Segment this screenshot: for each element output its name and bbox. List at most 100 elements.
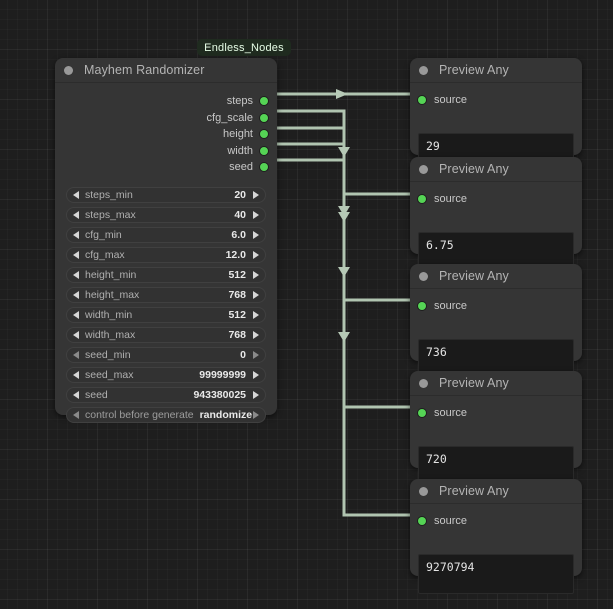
widget-seed-max[interactable]: seed_max 99999999 [66,367,266,383]
widget-label: cfg_min [85,229,122,241]
decrement-arrow-icon[interactable] [73,371,79,379]
increment-arrow-icon[interactable] [253,331,259,339]
output-dot-icon[interactable] [260,97,268,105]
increment-arrow-icon[interactable] [253,391,259,399]
increment-arrow-icon[interactable] [253,351,259,359]
input-dot-icon[interactable] [418,517,426,525]
increment-arrow-icon[interactable] [253,191,259,199]
input-dot-icon[interactable] [418,96,426,104]
widget-height-max[interactable]: height_max 768 [66,287,266,303]
widget-value[interactable]: 512 [228,309,246,321]
collapse-dot-icon[interactable] [419,486,428,496]
input-slot-source[interactable]: source [418,93,467,107]
input-slot-source[interactable]: source [418,514,467,528]
collapse-dot-icon[interactable] [64,65,73,75]
decrement-arrow-icon[interactable] [73,251,79,259]
widget-steps-min[interactable]: steps_min 20 [66,187,266,203]
increment-arrow-icon[interactable] [253,251,259,259]
input-dot-icon[interactable] [418,302,426,310]
widget-value[interactable]: 40 [234,209,246,221]
increment-arrow-icon[interactable] [253,271,259,279]
node-preview-any-4[interactable]: Preview Any source 720 [410,371,582,486]
output-slot-steps[interactable]: steps [227,94,268,108]
input-dot-icon[interactable] [418,195,426,203]
output-slot-cfg-scale[interactable]: cfg_scale [207,111,268,125]
widget-cfg-min[interactable]: cfg_min 6.0 [66,227,266,243]
input-slot-source[interactable]: source [418,192,467,206]
preview-text-box[interactable]: 9270794 [418,554,574,594]
input-slot-label: source [434,515,468,527]
widget-label: height_max [85,289,140,301]
node-header[interactable]: Preview Any [410,157,582,182]
widget-steps-max[interactable]: steps_max 40 [66,207,266,223]
increment-arrow-icon[interactable] [253,291,259,299]
widget-value[interactable]: 6.0 [231,229,246,241]
node-title: Preview Any [439,162,509,176]
widget-value[interactable]: 943380025 [193,389,246,401]
widget-label: width_max [85,329,136,341]
increment-arrow-icon[interactable] [253,371,259,379]
widget-value[interactable]: 512 [228,269,246,281]
widget-value[interactable]: randomize [199,409,253,421]
output-slot-seed[interactable]: seed [229,160,268,174]
node-header[interactable]: Preview Any [410,264,582,289]
decrement-arrow-icon[interactable] [73,391,79,399]
node-preview-any-3[interactable]: Preview Any source 736 [410,264,582,379]
collapse-dot-icon[interactable] [419,378,428,388]
node-header[interactable]: Preview Any [410,371,582,396]
input-slot-label: source [434,407,468,419]
widget-height-min[interactable]: height_min 512 [66,267,266,283]
output-dot-icon[interactable] [260,163,268,171]
collapse-dot-icon[interactable] [419,164,428,174]
widget-control-before-generate[interactable]: control before generate randomize [66,407,266,423]
increment-arrow-icon[interactable] [253,311,259,319]
widget-value[interactable]: 99999999 [199,369,246,381]
node-preview-any-1[interactable]: Preview Any source 29 [410,58,582,173]
collapse-dot-icon[interactable] [419,65,428,75]
node-preview-any-5[interactable]: Preview Any source 9270794 [410,479,582,594]
node-mayhem-randomizer[interactable]: Mayhem Randomizer steps cfg_scale height… [55,58,277,423]
widget-value[interactable]: 0 [240,349,246,361]
decrement-arrow-icon[interactable] [73,331,79,339]
widget-seed[interactable]: seed 943380025 [66,387,266,403]
widget-value[interactable]: 12.0 [225,249,246,261]
node-header[interactable]: Mayhem Randomizer [55,58,277,83]
decrement-arrow-icon[interactable] [73,211,79,219]
decrement-arrow-icon[interactable] [73,291,79,299]
increment-arrow-icon[interactable] [253,211,259,219]
widget-cfg-max[interactable]: cfg_max 12.0 [66,247,266,263]
decrement-arrow-icon[interactable] [73,191,79,199]
preview-value: 29 [426,139,440,153]
widget-value[interactable]: 768 [228,289,246,301]
widget-label: width_min [85,309,133,321]
decrement-arrow-icon[interactable] [73,271,79,279]
output-dot-icon[interactable] [260,147,268,155]
decrement-arrow-icon[interactable] [73,231,79,239]
widget-seed-min[interactable]: seed_min 0 [66,347,266,363]
collapse-dot-icon[interactable] [419,271,428,281]
widget-value[interactable]: 768 [228,329,246,341]
decrement-arrow-icon[interactable] [73,311,79,319]
output-slot-height[interactable]: height [223,127,268,141]
widget-width-max[interactable]: width_max 768 [66,327,266,343]
output-slot-width[interactable]: width [227,144,268,158]
widget-label: seed_min [85,349,131,361]
output-slot-label: seed [229,161,253,173]
node-header[interactable]: Preview Any [410,58,582,83]
output-slot-label: height [223,128,253,140]
node-header[interactable]: Preview Any [410,479,582,504]
group-title-badge[interactable]: Endless_Nodes [197,39,291,56]
widget-value[interactable]: 20 [234,189,246,201]
increment-arrow-icon[interactable] [253,231,259,239]
input-slot-source[interactable]: source [418,406,467,420]
widget-label: seed [85,389,108,401]
output-dot-icon[interactable] [260,114,268,122]
input-dot-icon[interactable] [418,409,426,417]
input-slot-source[interactable]: source [418,299,467,313]
widget-width-min[interactable]: width_min 512 [66,307,266,323]
previous-option-arrow-icon[interactable] [73,411,79,419]
node-preview-any-2[interactable]: Preview Any source 6.75 [410,157,582,272]
next-option-arrow-icon[interactable] [253,411,259,419]
decrement-arrow-icon[interactable] [73,351,79,359]
output-dot-icon[interactable] [260,130,268,138]
